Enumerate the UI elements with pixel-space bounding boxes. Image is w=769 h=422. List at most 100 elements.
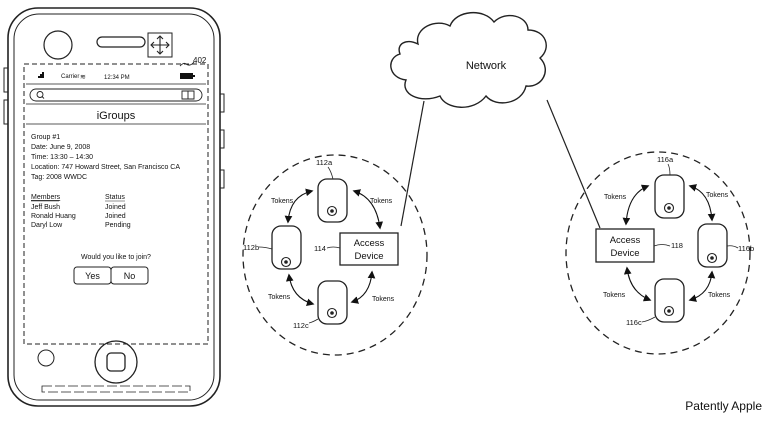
device-button-center [284, 260, 288, 264]
tokens-label: Tokens [370, 198, 393, 205]
group-name: Group #1 [31, 134, 60, 141]
link-left [400, 100, 425, 227]
device-bottom [654, 278, 685, 323]
move-arrows [150, 35, 170, 55]
device-button-center [330, 209, 334, 213]
dock-connector [41, 385, 191, 393]
signal-icon [36, 72, 44, 78]
link-right [546, 99, 601, 229]
device-bottom [317, 280, 348, 325]
ref-leader [326, 246, 341, 249]
side-button [219, 169, 225, 189]
access-device-label-line2: Device [610, 248, 639, 259]
book-icon[interactable] [181, 90, 195, 100]
yes-button-label: Yes [85, 271, 100, 281]
watermark-text: Patently Apple [685, 399, 762, 413]
device-button-center [330, 311, 334, 315]
device-group-left: 112a 112b 112c Access Device 114 Tokens … [242, 154, 428, 356]
ref-leader [258, 246, 273, 250]
member-status: Joined [105, 204, 126, 211]
device-ref-label: 112c [293, 321, 309, 330]
member-status: Joined [105, 213, 126, 220]
mic-hole [37, 349, 55, 367]
phone-outer-body [7, 7, 221, 407]
no-button-shape[interactable] [110, 266, 149, 285]
tokens-label: Tokens [708, 292, 731, 299]
member-name: Ronald Huang [31, 213, 76, 220]
side-button [219, 129, 225, 149]
device-top [654, 174, 685, 219]
side-button [3, 99, 9, 125]
token-arrow [352, 189, 383, 230]
cloud-shape [390, 12, 547, 108]
device-right [697, 223, 728, 268]
side-button [3, 67, 9, 93]
home-button-outer[interactable] [94, 340, 138, 384]
token-arrow [623, 266, 652, 302]
access-device-label-line1: Access [354, 238, 385, 249]
token-arrow [284, 188, 314, 224]
device-left [271, 225, 302, 270]
member-name: Daryl Low [31, 222, 63, 229]
ref-leader [667, 163, 671, 176]
device-button-center [667, 309, 671, 313]
device-ref-label: 112b [243, 243, 259, 252]
access-device-box [595, 228, 655, 263]
device-ref-label: 116a [657, 155, 674, 164]
network-label: Network [466, 60, 507, 72]
ref-402-label: 402 [193, 56, 207, 65]
search-bar[interactable] [29, 88, 203, 102]
tokens-label: Tokens [706, 192, 729, 199]
device-top [317, 178, 348, 223]
device-group-right: Access Device 118 116a 116b 116c T [565, 151, 754, 355]
access-device-label-line1: Access [610, 235, 641, 246]
token-arrow [688, 270, 716, 302]
device-body [654, 278, 685, 323]
device-button-center [667, 206, 671, 210]
token-arrow [622, 184, 650, 226]
join-prompt: Would you like to join? [81, 254, 151, 261]
side-button [219, 93, 225, 113]
network-cloud: Network [390, 12, 547, 108]
battery-tip [193, 75, 195, 77]
access-device-ref: 118 [671, 241, 683, 250]
device-body [697, 223, 728, 268]
phone-screen: Carrier ≋ 12:34 PM iGroups Group #1 Date… [23, 63, 209, 345]
status-header: Status [105, 194, 125, 201]
detail-location: Location: 747 Howard Street, San Francis… [31, 164, 180, 171]
tokens-label: Tokens [372, 296, 395, 303]
ref-leader [653, 244, 671, 247]
phone-device [3, 7, 225, 407]
detail-tag: Tag: 2008 WWDC [31, 174, 87, 181]
ref-leader [308, 318, 319, 324]
member-name: Jeff Bush [31, 204, 60, 211]
search-icon-handle [41, 96, 45, 99]
device-body [271, 225, 302, 270]
group-boundary [242, 154, 428, 356]
no-button[interactable]: No [110, 266, 149, 285]
access-device-ref: 114 [314, 244, 326, 253]
device-button-center [710, 256, 714, 260]
device-ref-label: 112a [316, 158, 333, 167]
token-arrow [350, 270, 376, 304]
wifi-icon: ≋ [80, 74, 86, 81]
detail-date: Date: June 9, 2008 [31, 144, 90, 151]
status-bar: Carrier ≋ 12:34 PM [36, 72, 195, 81]
token-arrow [688, 184, 716, 222]
yes-button[interactable]: Yes [73, 266, 112, 285]
tokens-label: Tokens [603, 292, 626, 299]
ref-leader [726, 245, 739, 249]
battery-icon [180, 73, 193, 79]
access-device-box [339, 232, 399, 266]
member-status: Pending [105, 222, 131, 229]
screen-frame [23, 63, 209, 345]
detail-time: Time: 13:30 – 14:30 [31, 154, 93, 161]
access-device-label-line2: Device [354, 251, 383, 262]
no-button-label: No [124, 271, 136, 281]
phone-bottom [37, 340, 191, 393]
tokens-label: Tokens [271, 198, 294, 205]
token-arrow [285, 273, 315, 307]
search-icon [36, 91, 44, 98]
